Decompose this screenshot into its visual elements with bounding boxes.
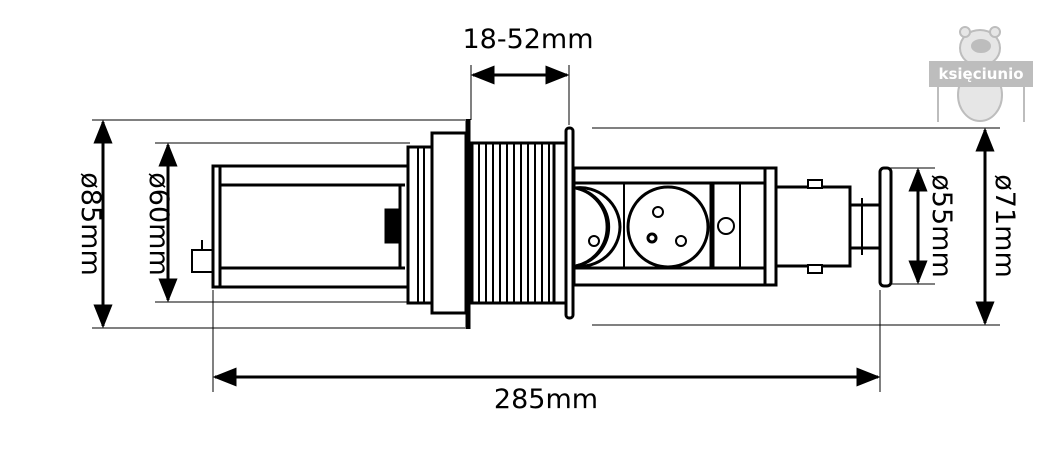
body-diameter-label: ø60mm: [143, 172, 174, 275]
total-length-label: 285mm: [494, 384, 598, 415]
disc-diameter-label: ø71mm: [989, 174, 1020, 277]
thickness-label: 18-52mm: [462, 24, 593, 55]
ksieciunio-logo: księciunio: [929, 26, 1033, 122]
logo-text: księciunio: [938, 65, 1023, 83]
dimension-arrows: [93, 65, 995, 387]
cap-diameter-label: ø55mm: [926, 174, 957, 277]
device-outline: [191, 119, 893, 329]
flange-diameter-label: ø85mm: [75, 172, 106, 275]
extension-lines: [92, 65, 1000, 392]
